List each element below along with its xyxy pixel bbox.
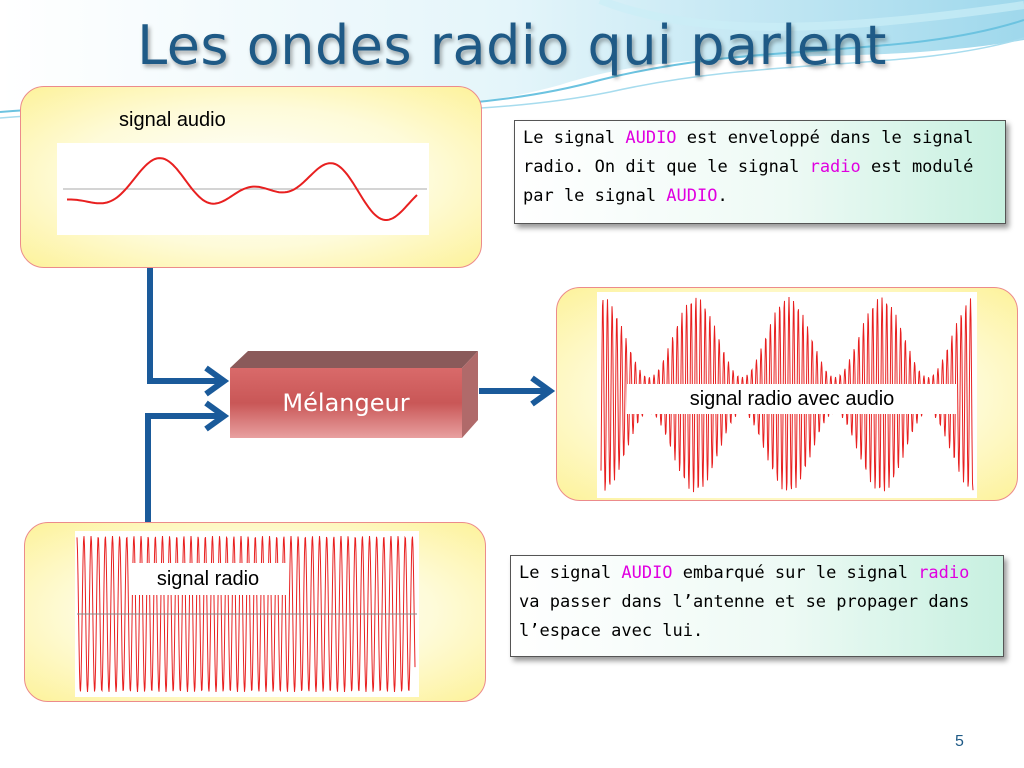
mixer-to-output-arrowhead <box>530 375 556 407</box>
note-text: . <box>717 186 728 206</box>
mixer-block <box>230 351 478 438</box>
note-text: Le signal <box>523 128 626 148</box>
audio-signal-panel: signal audio <box>20 86 482 268</box>
carrier-wave-line <box>76 535 416 693</box>
modulation-explanation-note: Le signal AUDIO est enveloppé dans le si… <box>514 120 1006 224</box>
radio-to-mixer-line <box>145 413 224 522</box>
note-text: est modulé par le signal <box>523 157 974 206</box>
audio-to-mixer-arrowhead <box>204 365 230 397</box>
note-keyword: radio <box>918 563 970 583</box>
audio-signal-label: signal audio <box>119 109 226 131</box>
radio-signal-panel: signal radio <box>24 522 486 702</box>
modulated-signal-label: signal radio avec audio <box>627 384 957 414</box>
note-keyword: AUDIO <box>625 128 677 148</box>
page-number: 5 <box>955 733 964 750</box>
note-text: va passer dans l’antenne et se propager … <box>519 592 970 641</box>
radio-to-mixer-arrowhead <box>204 400 230 432</box>
note-keyword: AUDIO <box>666 186 718 206</box>
mixer-label: Mélangeur <box>282 389 410 417</box>
note-text: est enveloppé dans le signal radio. On d… <box>523 128 974 177</box>
slide-title: Les ondes radio qui parlent <box>137 14 887 77</box>
note-text: embarqué sur le signal <box>672 563 919 583</box>
audio-wave-line <box>67 157 418 221</box>
radio-signal-label: signal radio <box>129 563 287 595</box>
note-text: Le signal <box>519 563 622 583</box>
audio-wave-plot <box>57 143 429 235</box>
propagation-explanation-note: Le signal AUDIO embarqué sur le signal r… <box>510 555 1004 657</box>
note-keyword: AUDIO <box>621 563 673 583</box>
modulated-signal-panel: signal radio avec audio <box>556 287 1018 501</box>
note-keyword: radio <box>809 157 861 177</box>
carrier-wave-plot <box>75 531 419 697</box>
audio-to-mixer-line <box>147 266 224 384</box>
